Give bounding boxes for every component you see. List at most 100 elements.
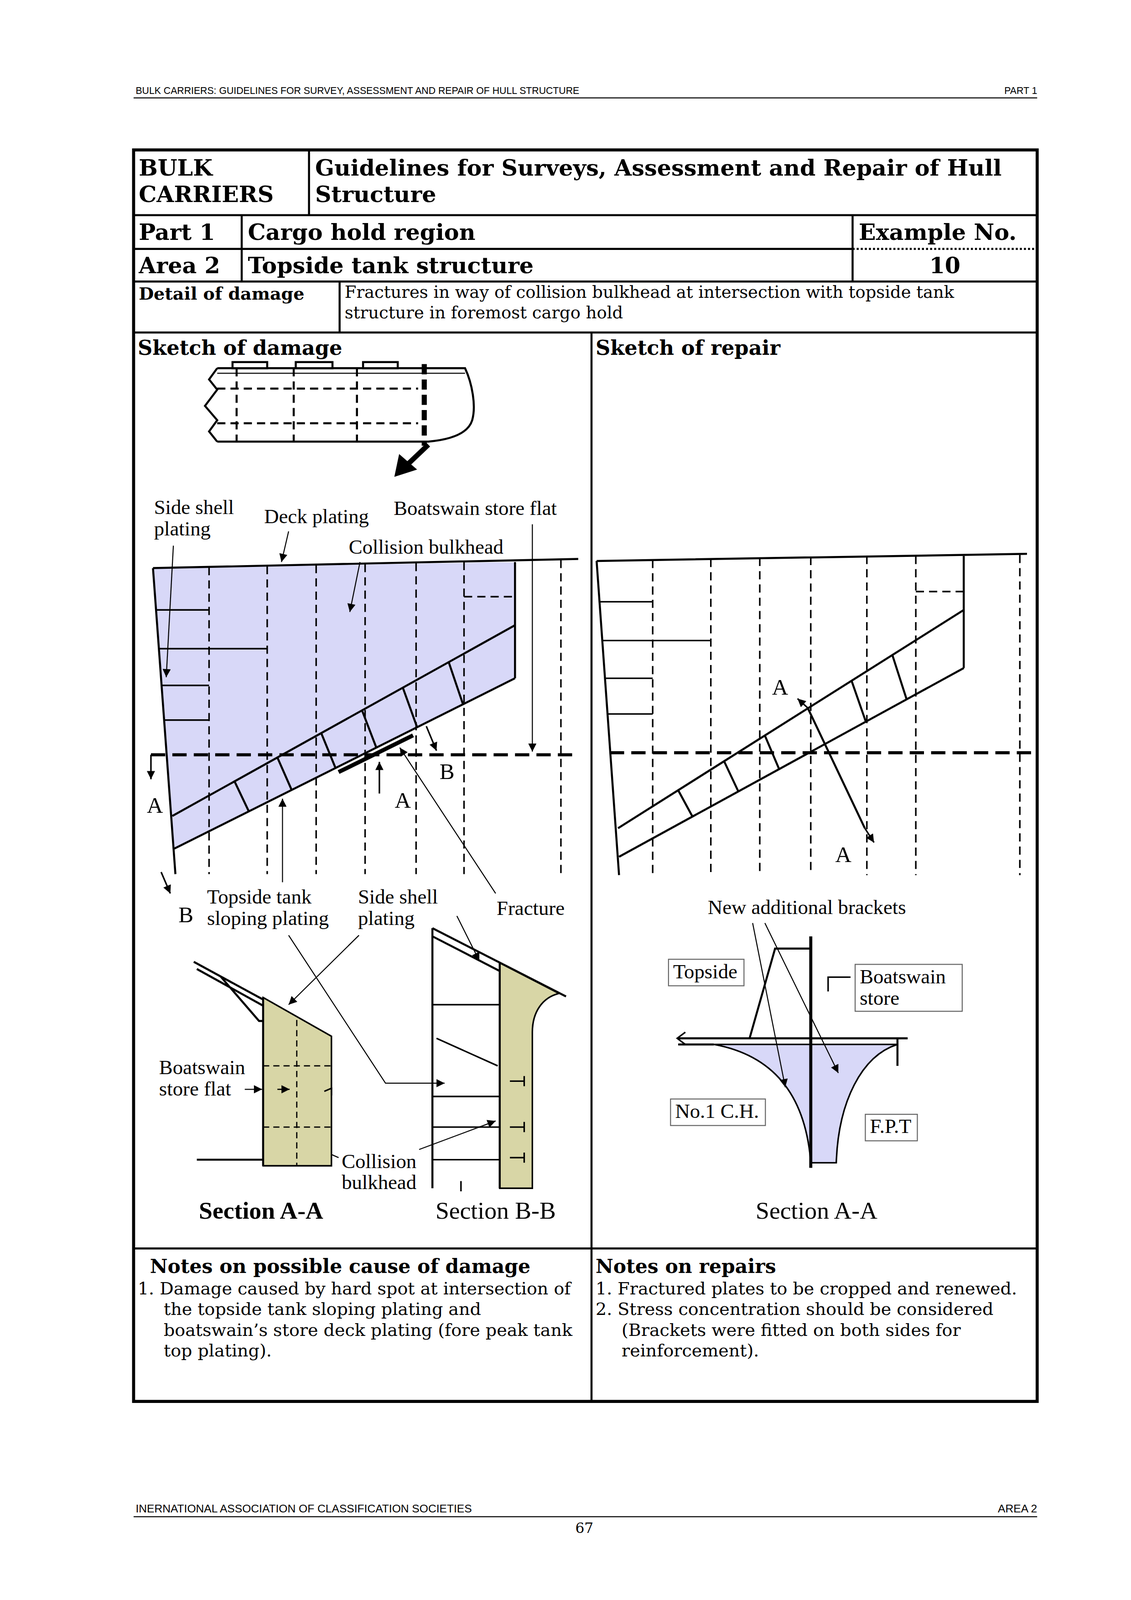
damage-view [150,558,579,874]
damage-view [208,560,561,875]
damage-view [152,558,579,874]
section-mark [426,726,437,751]
cell-text: Detail of damage [138,283,335,305]
page-rule [133,1515,1038,1517]
cell-text: Cargo hold region [247,218,847,246]
section-b-b [461,1075,525,1192]
leader-line [752,923,786,1088]
cell-text: Sketch of damage [137,335,588,361]
cell-text: Topside tank structure [247,251,847,279]
cell-text: F.P.T [870,1115,914,1137]
header-cell: Example No. [852,215,1038,250]
example-number-cell: 10 [852,249,1038,282]
cell-text: Guidelines for Surveys, Assessment and R… [315,154,1032,208]
leader-line [419,1120,496,1150]
leader-line [752,923,839,1088]
compartment-box: Boatswain store [854,963,963,1012]
page-rule [133,97,1038,99]
cell-text: Part 1 [138,218,237,246]
leader-line [764,923,839,1074]
key-plan [217,372,465,374]
page-rule [133,98,1038,1517]
part-name: Side shell plating [154,496,257,540]
repair-view [797,698,808,708]
section-b-b [499,962,560,1189]
key-plan [204,368,218,442]
section-b-b [432,928,566,1189]
leader-line [244,1088,263,1090]
section-a-a-repair [810,1044,898,1163]
section-letter: A [145,793,165,818]
leader-line [281,798,283,882]
sketch-cell: Sketch of damage [133,332,592,1249]
header-cell: Area 2 [133,249,242,282]
section-letter: A [771,674,790,699]
section-title: Section A-A [198,1198,324,1225]
leader-line [166,545,174,677]
note-item: 1. Fractured plates to be cropped and re… [595,1277,1032,1299]
note-item: 2. Stress concentration should be consid… [595,1298,1032,1361]
compartment-box: No.1 C.H. [669,1098,766,1126]
table-grid [133,150,1038,1402]
section-letter: B [177,902,195,927]
repair-view [596,553,1028,875]
header-cell: Part 1 [133,215,242,250]
header-cell: BULK CARRIERS [133,150,310,216]
notes-cell: Notes on repairs1. Fractured plates to b… [591,1248,1038,1401]
section-letter: A [834,842,853,867]
section-mark [378,761,380,794]
part-name: Side shell plating [357,886,455,929]
part-name: Collision bulkhead [348,536,504,558]
repair-view [596,553,1033,875]
section-title: Section B-B [435,1198,556,1225]
repair-view [652,555,1020,876]
notes-heading: Notes on possible cause of damage [137,1254,586,1278]
repair-view [609,751,1033,755]
leader-line [281,531,289,562]
key-plan [395,456,416,476]
compartment-box: F.P.T [864,1113,918,1142]
table-grid [133,150,1038,1402]
header-cell: Cargo hold region [241,215,853,250]
compartment-box: Topside [668,958,745,986]
section-a-a-repair [809,936,813,1168]
part-name: Collision bulkhead [341,1150,432,1194]
cell-text: Example No. [858,218,1032,246]
key-plan [217,368,419,442]
leader-line [288,935,359,1005]
key-plan [363,362,398,369]
repair-view [807,707,865,829]
leader-line [531,523,533,752]
section-a-a-damage [263,997,332,1166]
notes-cell: Notes on possible cause of damage1. Dama… [133,1248,592,1401]
section-a-a-damage [263,1019,332,1166]
key-plan [407,444,429,464]
repair-view [864,828,874,843]
damage-view [338,735,413,773]
running-footer: AREA 2 [997,1503,1038,1515]
damage-view [155,609,268,721]
repair-view [678,654,907,817]
section-b-b [432,928,566,1192]
title-cell: Guidelines for Surveys, Assessment and R… [309,150,1038,216]
section-a-a-repair [677,976,851,1045]
damage-view [150,752,579,757]
key-plan [204,362,474,476]
damage-label: Fracture [496,897,565,919]
cell-text: No.1 C.H. [674,1100,761,1122]
table-grid [852,247,1038,250]
section-letter: A [393,788,412,813]
running-header: PART 1 [1004,85,1038,96]
section-title: Section A-A [755,1198,878,1225]
leader-line [399,747,496,894]
cell-text: Area 2 [138,251,237,279]
section-a-a-damage [324,1087,332,1096]
running-header: BULK CARRIERS: GUIDELINES FOR SURVEY, AS… [135,85,580,96]
part-name: Deck plating [264,505,369,528]
notes-heading: Notes on repairs [595,1254,1032,1278]
cell-text: BULK CARRIERS [138,154,304,208]
note-item: 1. Damage caused by hard spot at interse… [137,1277,586,1361]
running-footer: INERNATIONAL ASSOCIATION OF CLASSIFICATI… [135,1503,472,1515]
sketch-cell: Sketch of repairTopsideBoatswain storeNo… [591,332,1038,1249]
